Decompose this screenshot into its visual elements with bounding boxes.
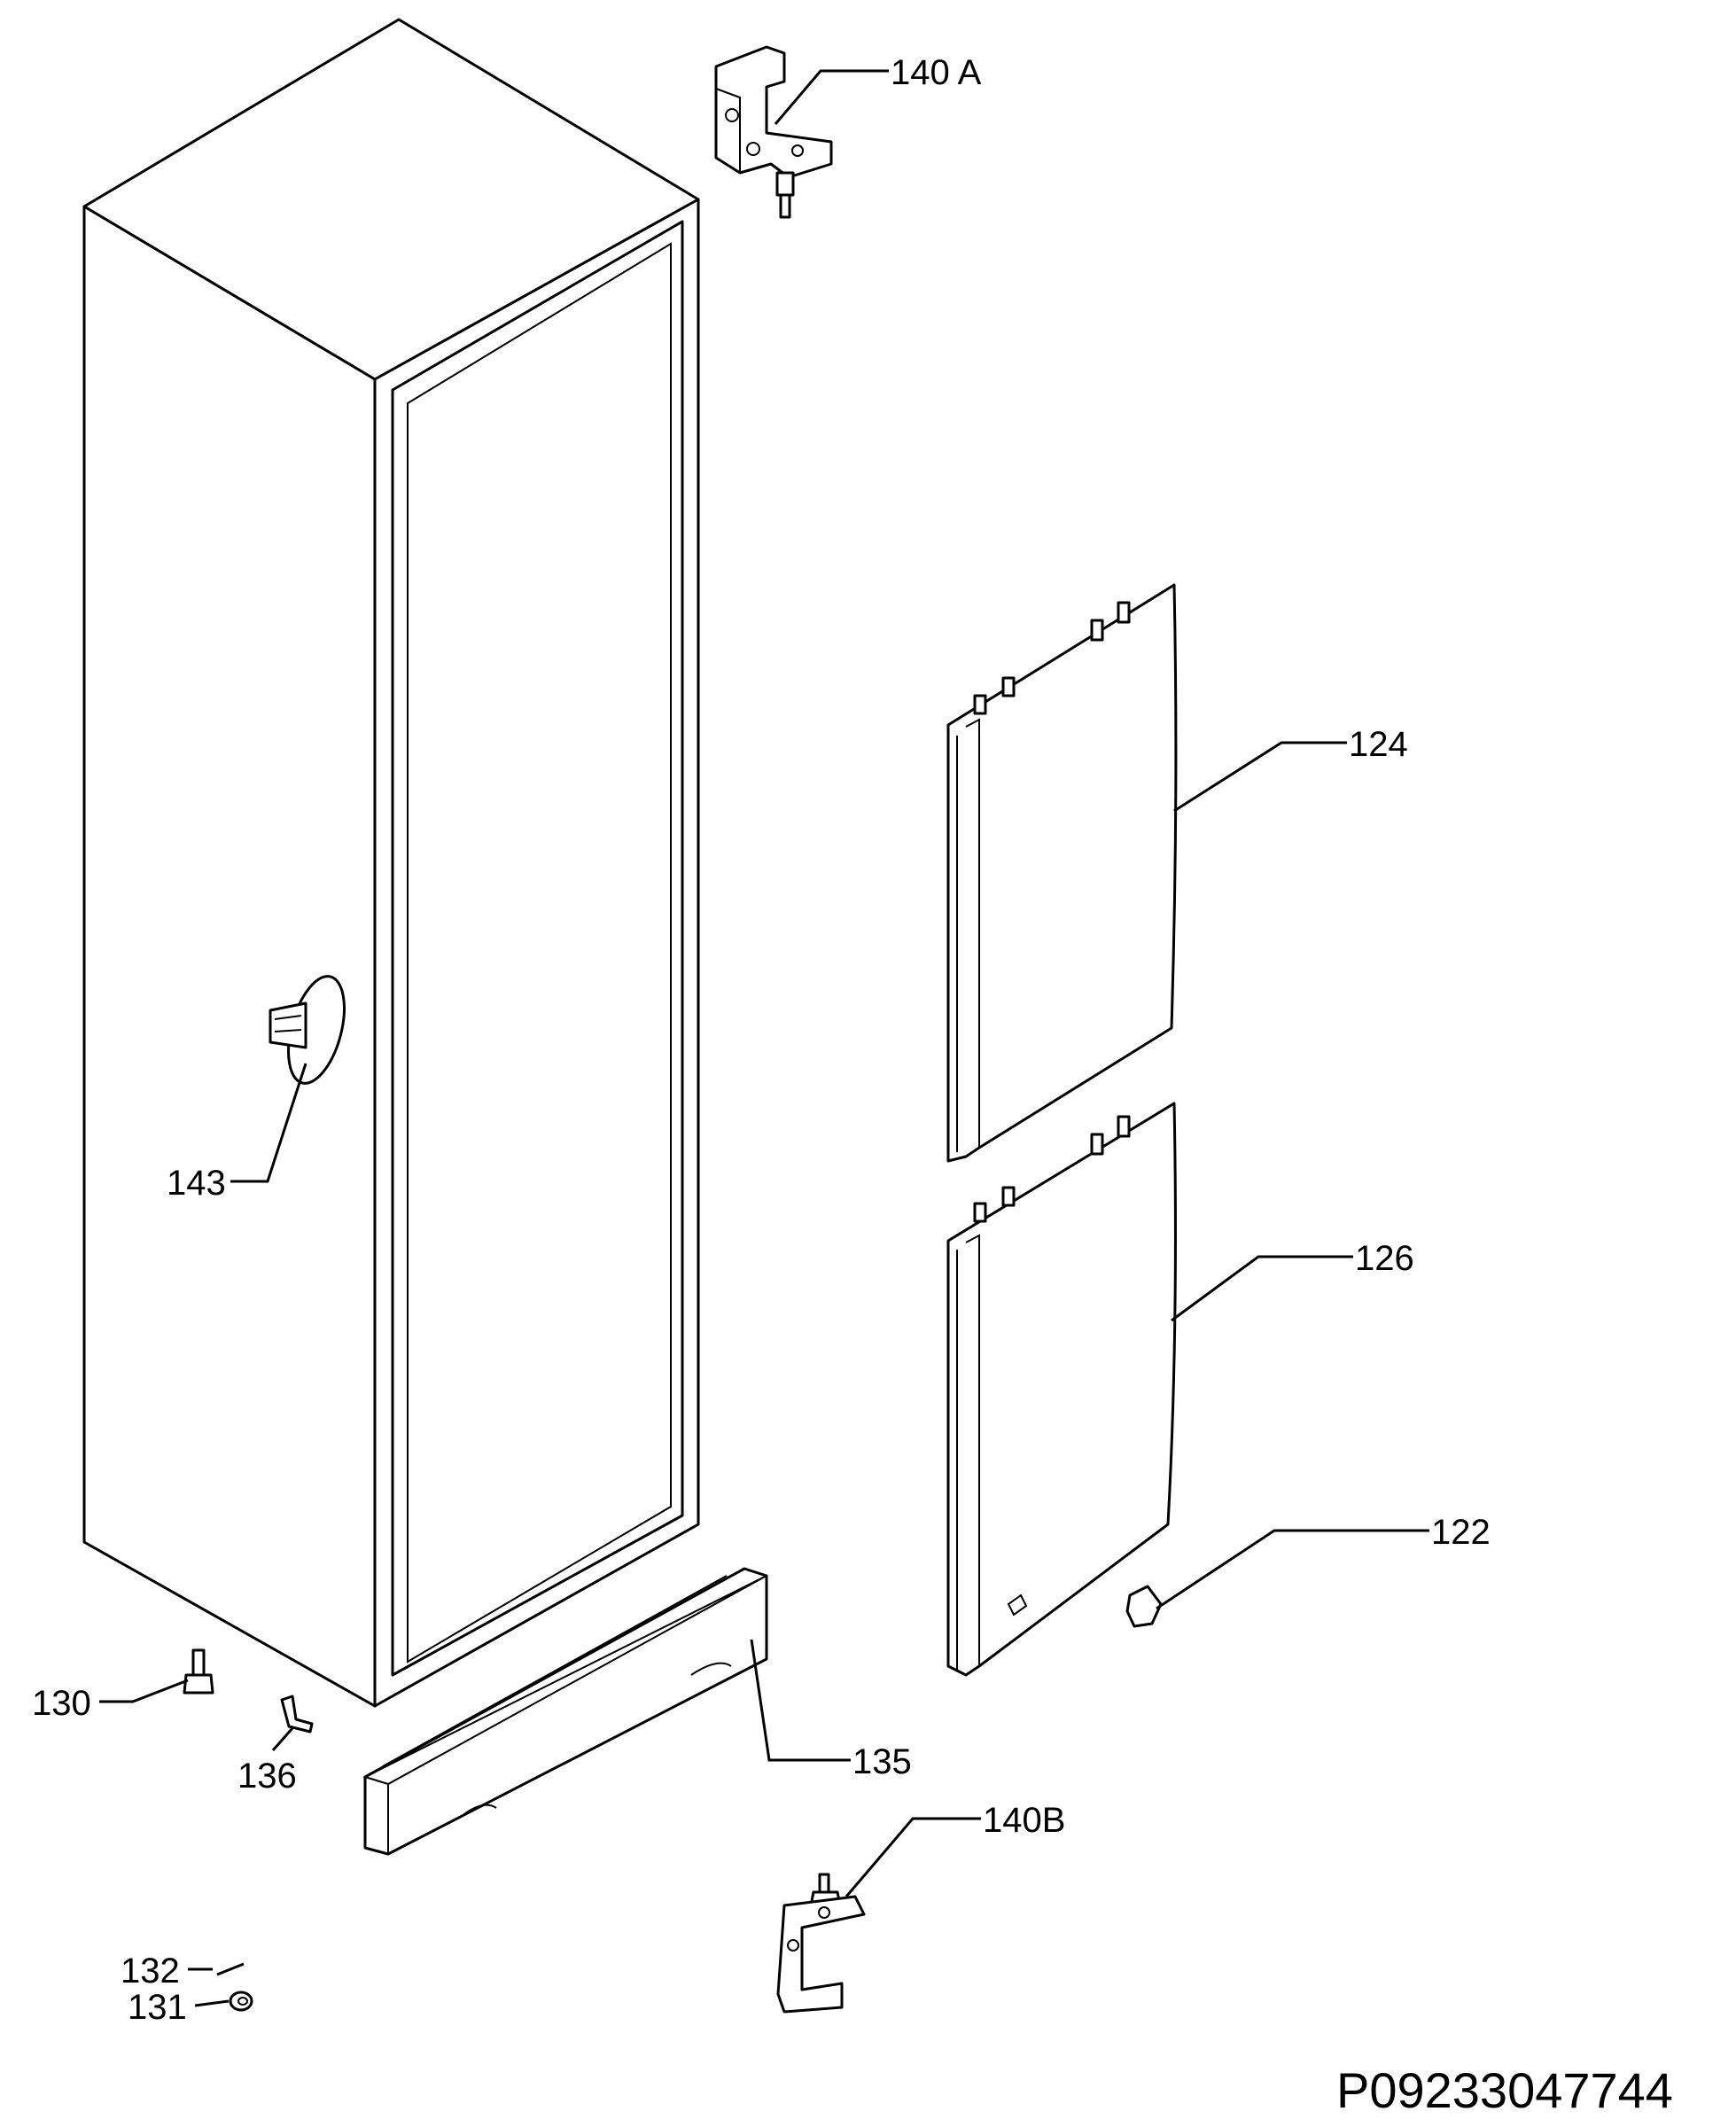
leader-lines [99,69,1429,2007]
drawing-code: P09233047744 [1336,2062,1673,2118]
callout-130: 130 [32,1684,91,1723]
part-131-spacer [229,1991,253,2012]
part-126-door-panel [946,1102,1177,1677]
part-122-cap [1125,1585,1163,1628]
callout-132: 132 [121,1952,180,1991]
part-143-grommet [269,975,346,1085]
callout-143: 143 [167,1164,226,1203]
part-124-door-panel [946,583,1178,1163]
part-140a-top-hinge [714,45,833,219]
callout-124: 124 [1349,725,1408,764]
callout-140a: 140 A [891,53,982,92]
callout-131: 131 [128,1988,187,2027]
part-132-pin [216,1962,245,1976]
callout-135: 135 [852,1742,912,1781]
cabinet-body [82,18,700,1708]
part-130-adjustable-foot [183,1648,214,1695]
part-136-bracket [280,1695,314,1734]
panel-126-clips [973,1115,1131,1223]
callout-122: 122 [1431,1513,1491,1552]
callout-136: 136 [237,1757,297,1796]
part-135-plinth [362,1567,768,1856]
callout-126: 126 [1355,1239,1414,1278]
part-140b-bottom-hinge [776,1873,866,2014]
callout-140b: 140B [983,1801,1065,1840]
panel-124-clips [973,601,1131,715]
